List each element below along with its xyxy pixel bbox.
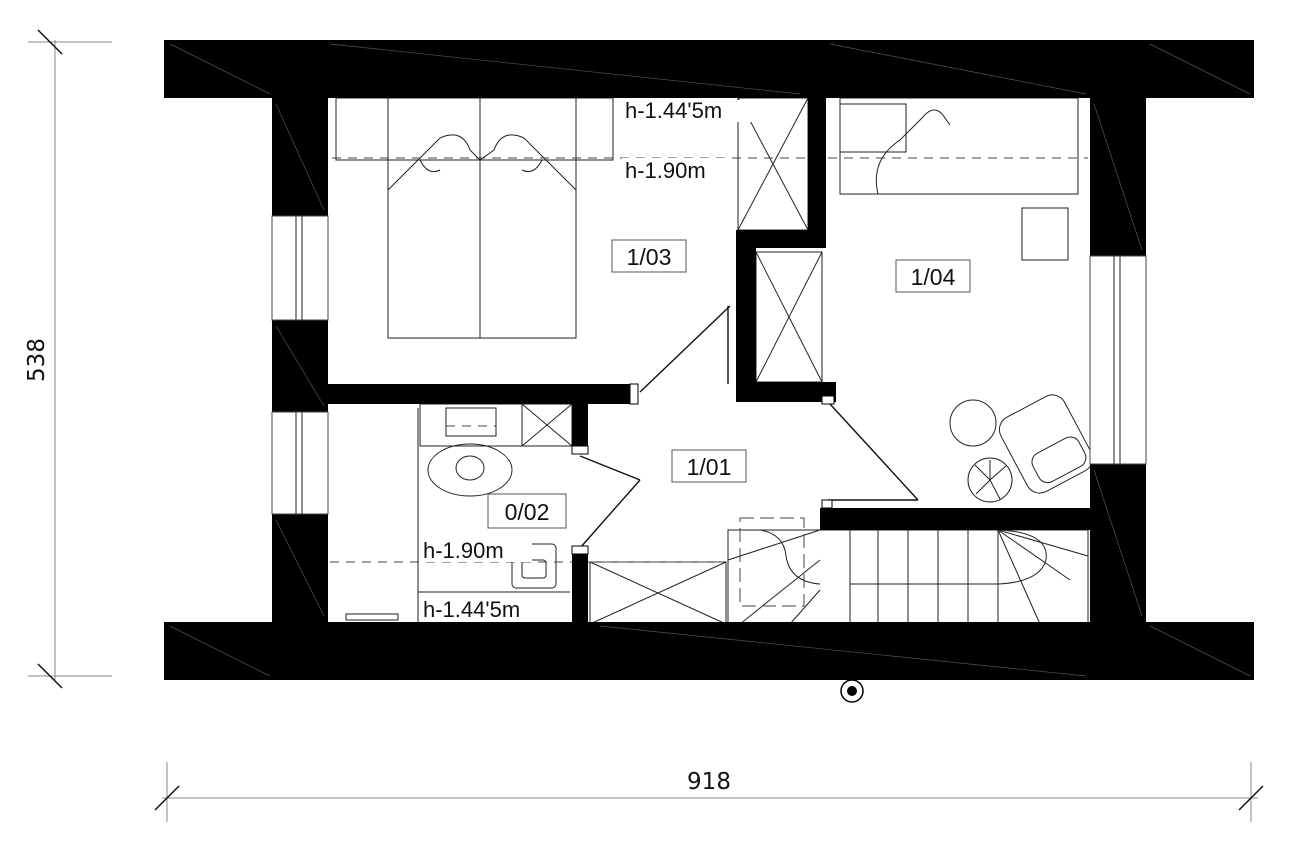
door-1-03 bbox=[639, 305, 731, 393]
height-label-top-high: h-1.90m bbox=[625, 158, 706, 183]
storage-bottom bbox=[589, 561, 727, 625]
round-table bbox=[949, 399, 997, 447]
window-right bbox=[1089, 255, 1147, 465]
double-bed bbox=[335, 97, 614, 339]
height-label-bath-high: h-1.90m bbox=[423, 538, 504, 563]
sink-cabinet bbox=[521, 403, 573, 447]
width-dimension bbox=[154, 762, 1264, 822]
room-label: 1/04 bbox=[911, 264, 956, 290]
door-0-02 bbox=[579, 455, 641, 549]
room-tag-1-01: 1/01 bbox=[671, 449, 747, 483]
room-tag-1-03: 1/03 bbox=[611, 239, 687, 273]
height-dimension bbox=[28, 29, 112, 689]
height-dimension-label: 538 bbox=[24, 338, 50, 382]
width-dimension-label: 918 bbox=[687, 769, 731, 795]
room-label: 1/03 bbox=[627, 244, 672, 270]
height-label-bath-low: h-1.44'5m bbox=[423, 597, 520, 622]
room-tag-1-04: 1/04 bbox=[895, 259, 971, 293]
staircase bbox=[727, 529, 1089, 625]
room-label: 1/01 bbox=[687, 454, 732, 480]
radiator bbox=[345, 613, 399, 621]
room-tag-0-02: 0/02 bbox=[487, 493, 567, 529]
walls bbox=[164, 40, 1254, 680]
wardrobe-middle bbox=[755, 251, 823, 383]
desk bbox=[1021, 207, 1069, 261]
bidet-box bbox=[511, 543, 557, 589]
armchair bbox=[998, 394, 1094, 494]
stair-hatch-outline bbox=[739, 517, 805, 607]
plant bbox=[967, 457, 1013, 503]
window-left-upper bbox=[271, 215, 329, 321]
single-bed bbox=[839, 97, 1079, 195]
vent-symbol bbox=[840, 679, 864, 703]
washbasin bbox=[419, 403, 523, 447]
wall-hatching bbox=[169, 43, 1251, 677]
height-label-top-low: h-1.44'5m bbox=[625, 98, 722, 123]
room-label: 0/02 bbox=[505, 499, 550, 525]
toilet bbox=[427, 443, 513, 497]
door-1-04 bbox=[828, 403, 919, 501]
window-left-lower bbox=[271, 411, 329, 515]
door-jambs bbox=[571, 383, 835, 555]
